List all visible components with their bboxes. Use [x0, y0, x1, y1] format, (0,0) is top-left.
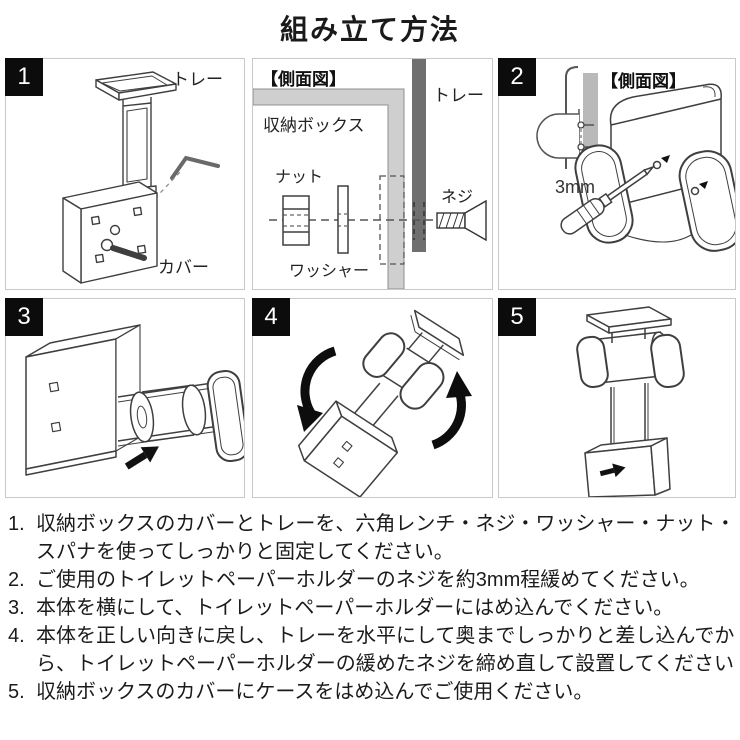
instruction-item: 2. ご使用のトイレットペーパーホルダーのネジを約3mm程緩めてください。 — [8, 566, 736, 594]
instruction-item: 4. 本体を正しい向きに戻し、トレーを水平にして奥までしっかりと差し込んでから、… — [8, 622, 736, 678]
hex-wrench-icon — [170, 155, 220, 180]
step1-illustration — [62, 71, 220, 284]
instruction-number: 1. — [8, 513, 25, 535]
washer-drawing — [337, 185, 349, 254]
instruction-number: 4. — [8, 625, 25, 647]
screwdriver-drawing — [560, 165, 656, 235]
label-washer: ワッシャー — [289, 263, 370, 280]
side-view-heading-2: 【側面図】 — [601, 72, 686, 91]
box-wall-drawing — [253, 88, 405, 289]
step5-illustration — [576, 306, 685, 497]
side-view-heading: 【側面図】 — [261, 70, 346, 89]
label-cover: カバー — [158, 258, 209, 277]
panel-side-view: 【側面図】 収納ボックス ナット ワッシャー トレー ネジ — [252, 58, 493, 290]
instruction-item: 3. 本体を横にして、トイレットペーパーホルダーにはめ込んでください。 — [8, 594, 736, 622]
spanner-icon — [100, 238, 147, 261]
step-number-badge: 1 — [5, 58, 43, 96]
rotation-arrow-right — [431, 371, 472, 450]
storage-box-drawing — [25, 324, 141, 476]
step3-illustration — [25, 324, 244, 476]
screw-post — [690, 181, 708, 196]
step-number-badge: 3 — [5, 298, 43, 336]
label-storage-box: 収納ボックス — [263, 116, 365, 135]
insert-arrow — [124, 446, 159, 470]
screw-drawing — [436, 199, 487, 242]
step2-illustration — [536, 66, 735, 252]
panel-step4: 4 — [252, 298, 493, 498]
page-title: 組み立て方法 — [279, 14, 460, 45]
label-tray-bar: トレー — [433, 86, 484, 105]
case-insert-arrow — [599, 463, 626, 478]
label-screw: ネジ — [441, 189, 474, 206]
label-nut: ナット — [275, 169, 324, 186]
step-number-badge: 2 — [498, 58, 536, 96]
tray-hole-dashes — [413, 202, 425, 240]
panel-step2: 2 【側面図】 3mm — [498, 58, 736, 290]
instruction-item: 5. 収納ボックスのカバーにケースをはめ込んでご使用ください。 — [8, 678, 736, 706]
panel-step1: 1 トレー カバー — [5, 58, 245, 290]
instruction-number: 3. — [8, 597, 25, 619]
step4-illustration — [297, 309, 472, 497]
panel-step3: 3 — [5, 298, 245, 498]
holder-horizontal-drawing — [117, 370, 244, 462]
nut-drawing — [282, 195, 310, 246]
screw-post — [652, 155, 670, 170]
instruction-text: 本体を正しい向きに戻し、トレーを水平にして奥までしっかりと差し込んでから、トイレ… — [36, 625, 735, 675]
instruction-number: 5. — [8, 681, 25, 703]
side-view-illustration — [253, 59, 487, 289]
wall-mount-side-drawing — [536, 66, 598, 169]
instruction-text: ご使用のトイレットペーパーホルダーのネジを約3mm程緩めてください。 — [36, 569, 700, 591]
tilted-assembly-drawing — [297, 309, 465, 497]
instruction-number: 2. — [8, 569, 25, 591]
instruction-text: 収納ボックスのカバーにケースをはめ込んでご使用ください。 — [36, 681, 594, 703]
panel-step5: 5 — [498, 298, 736, 498]
final-assembly-drawing — [576, 306, 685, 497]
instruction-item: 1. 収納ボックスのカバーとトレーを、六角レンチ・ネジ・ワッシャー・ナット・スパ… — [8, 510, 736, 566]
cover-drawing — [62, 181, 158, 284]
step-number-badge: 5 — [498, 298, 536, 336]
instruction-list: 1. 収納ボックスのカバーとトレーを、六角レンチ・ネジ・ワッシャー・ナット・スパ… — [8, 510, 736, 706]
tray-drawing — [95, 71, 177, 197]
rotation-arrow-left — [297, 346, 337, 432]
instruction-text: 本体を横にして、トイレットペーパーホルダーにはめ込んでください。 — [36, 597, 674, 619]
instruction-text: 収納ボックスのカバーとトレーを、六角レンチ・ネジ・ワッシャー・ナット・スパナを使… — [36, 513, 736, 563]
tray-bar-drawing — [412, 59, 426, 252]
step-number-badge: 4 — [252, 298, 290, 336]
label-tray: トレー — [172, 70, 223, 89]
label-3mm-gap: 3mm — [555, 177, 595, 197]
